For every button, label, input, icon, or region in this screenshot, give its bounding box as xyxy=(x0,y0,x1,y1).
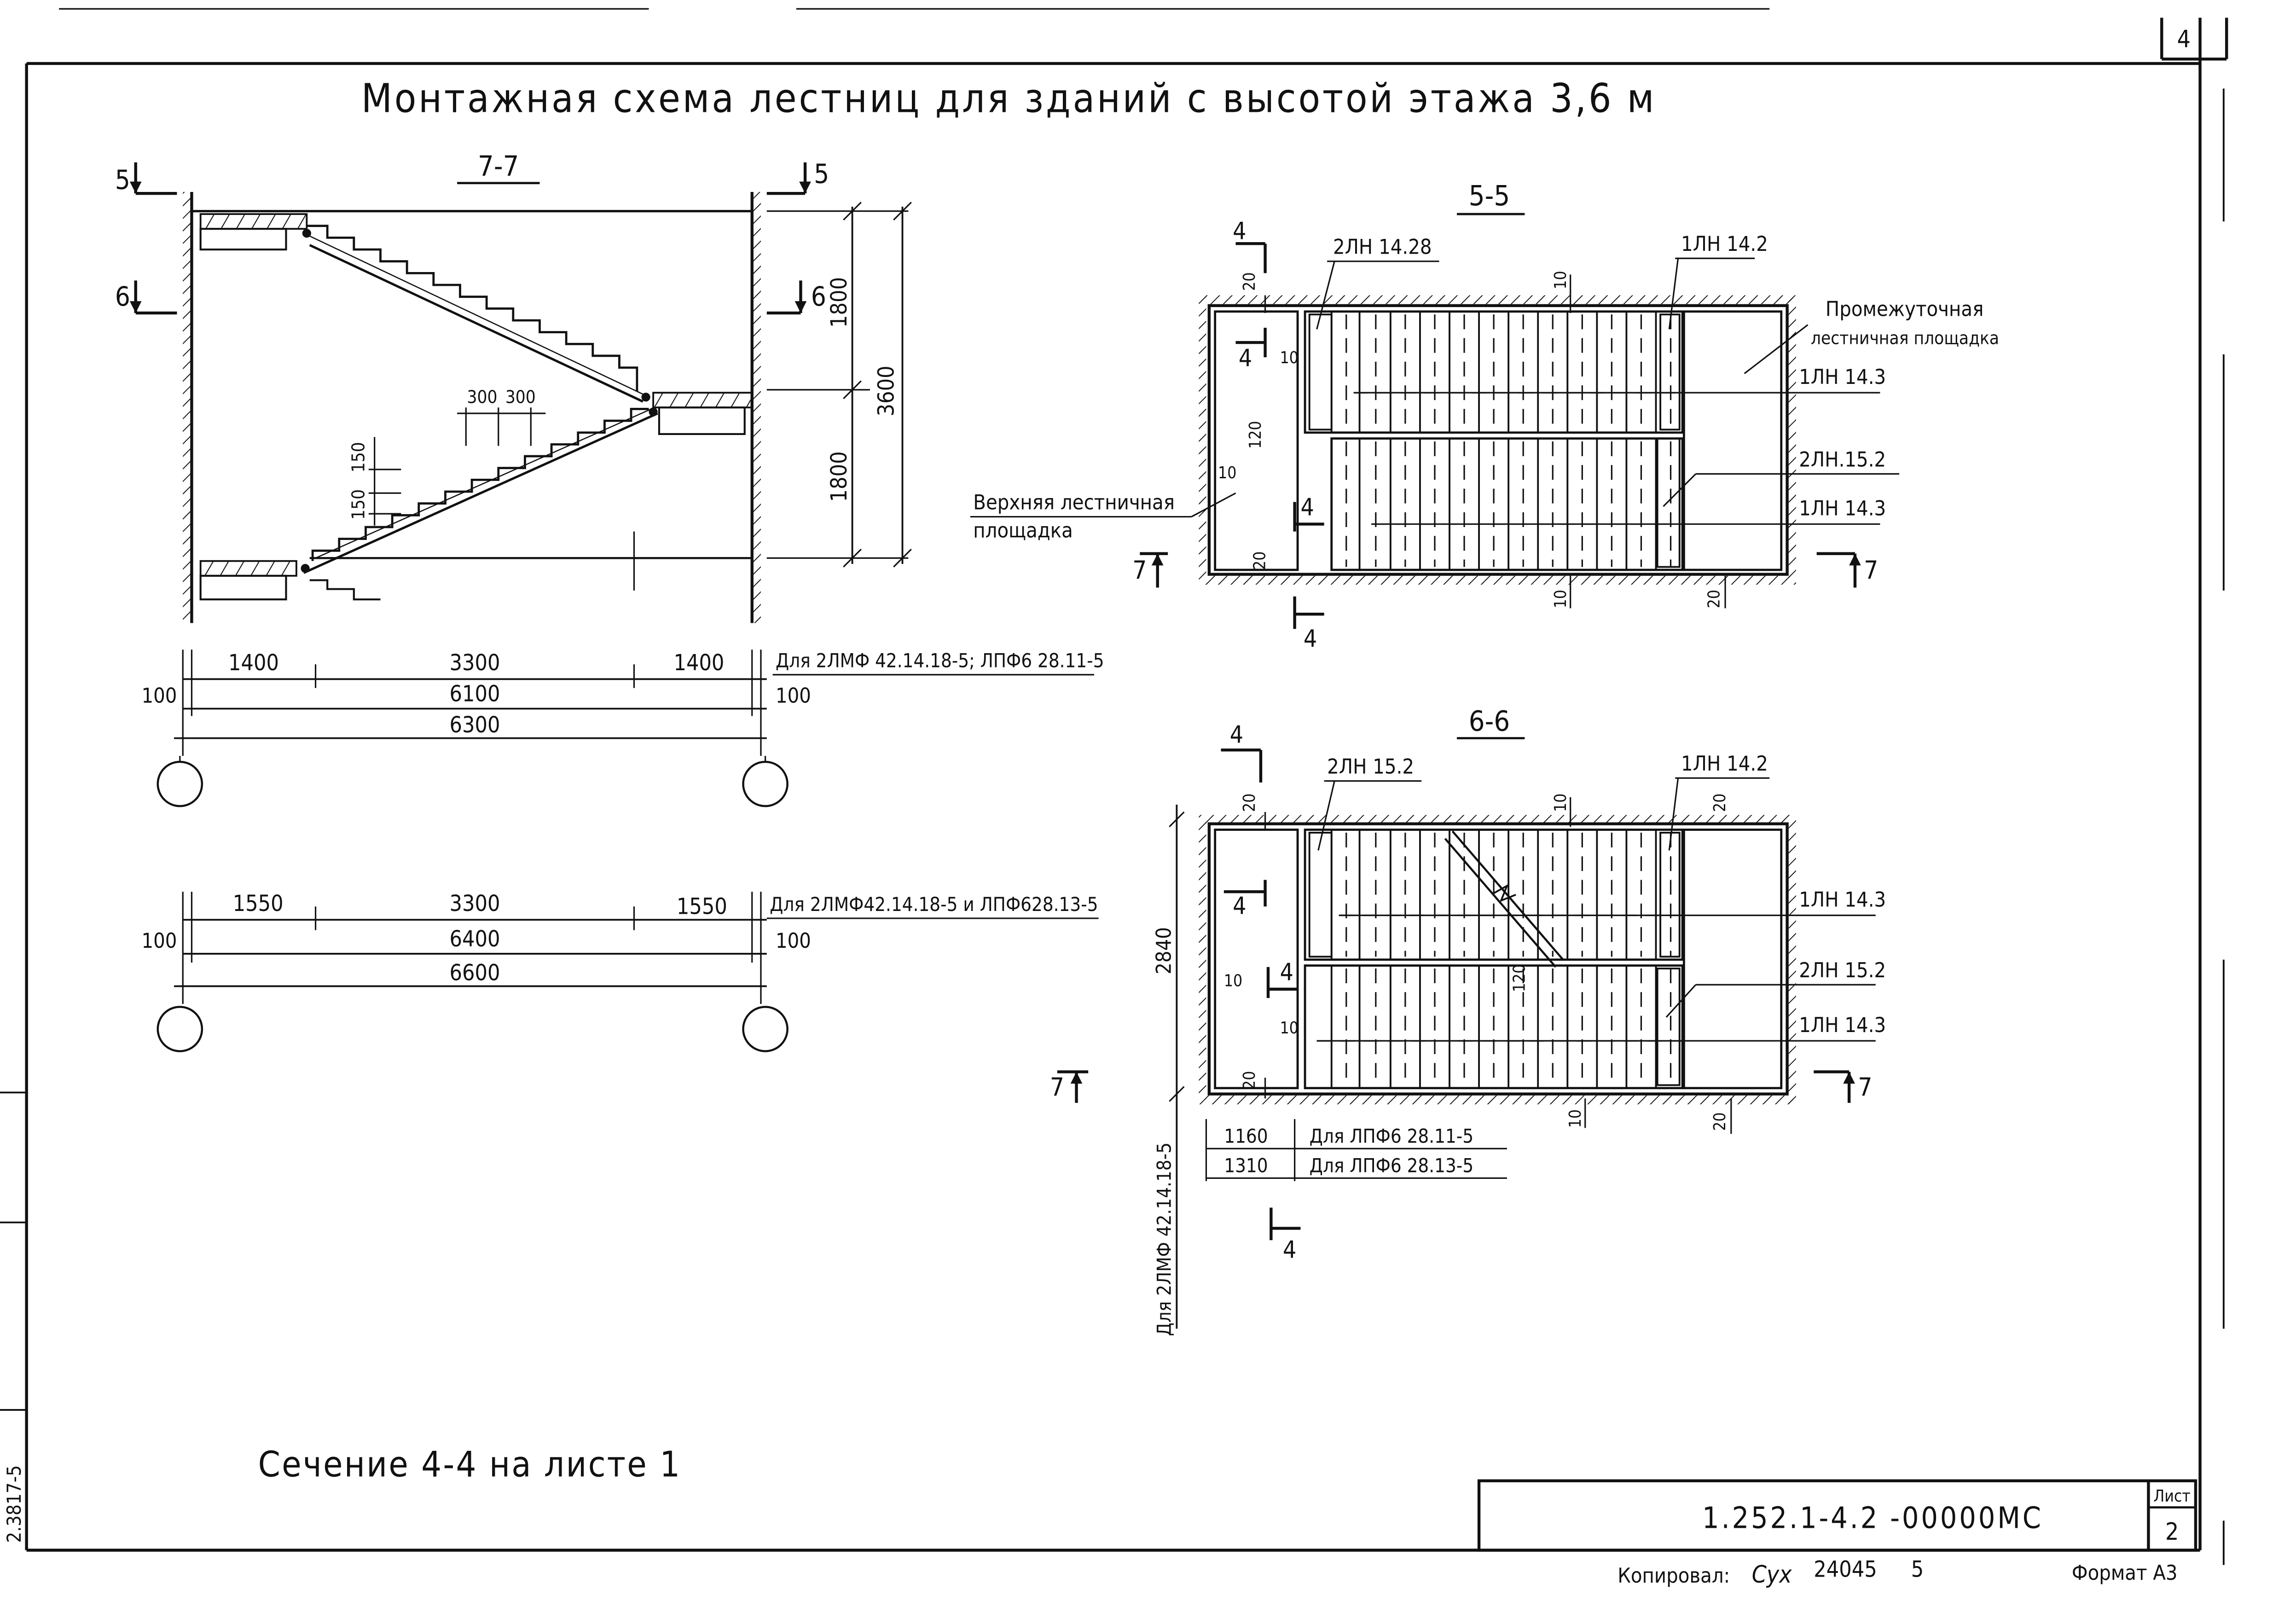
plan66-n20b: 20 xyxy=(1710,794,1729,812)
plan66-n10a: 10 xyxy=(1551,794,1570,812)
plan66-label-142: 1ЛН 14.2 xyxy=(1681,751,1768,776)
plan66-caption-1310: Для ЛПФ6 28.13-5 xyxy=(1310,1154,1473,1177)
dim-300-b: 300 xyxy=(505,387,536,408)
plan66-marker-7r: 7 xyxy=(1858,1072,1872,1102)
plan66-dim-1310: 1310 xyxy=(1224,1154,1268,1177)
plan-6-6-label: 6-6 xyxy=(1469,705,1510,738)
plan55-n120: 120 xyxy=(1246,421,1265,449)
plan55-label-143b: 1ЛН 14.3 xyxy=(1799,496,1886,520)
plan55-label-intermediate-1: Промежуточная xyxy=(1826,296,1983,321)
copied-label: Копировал: xyxy=(1617,1563,1730,1588)
section-7-7: 7-7 300 300 xyxy=(115,150,912,623)
plan66-marker-7l: 7 xyxy=(1050,1072,1064,1102)
drawing-code: 1.252.1-4.2 -00000МС xyxy=(1702,1501,2043,1535)
plan55-n20b: 20 xyxy=(1251,551,1270,570)
plan66-n10b: 10 xyxy=(1224,971,1242,990)
plan55-label-top-landing-2: площадка xyxy=(973,518,1073,542)
plan55-marker-4b: 4 xyxy=(1239,344,1252,372)
order-number: 24045 xyxy=(1814,1556,1877,1582)
copier-signature: Сух xyxy=(1752,1561,1792,1589)
plan55-marker-4a: 4 xyxy=(1233,218,1246,245)
plan66-dim-2840: 2840 xyxy=(1152,927,1176,974)
plan55-n20c: 20 xyxy=(1704,590,1723,608)
marker-6-left: 6 xyxy=(115,281,130,312)
dims-a-caption: Для 2ЛМФ 42.14.18-5; ЛПФ6 28.11-5 xyxy=(776,650,1104,672)
plan66-n20d: 20 xyxy=(1710,1112,1729,1131)
dim-1550-right: 1550 xyxy=(677,893,727,919)
plan66-n20c: 20 xyxy=(1240,1071,1259,1090)
plan55-n10d: 10 xyxy=(1551,590,1570,608)
section-note: Сечение 4-4 на листе 1 xyxy=(258,1444,682,1485)
plan66-n10c: 10 xyxy=(1280,1019,1299,1038)
marker-5-left: 5 xyxy=(115,164,130,195)
plan66-n20a: 20 xyxy=(1240,794,1259,812)
plan55-marker-4c: 4 xyxy=(1300,493,1314,521)
dim-300-a: 300 xyxy=(467,387,498,408)
plan-5-5-label: 5-5 xyxy=(1469,180,1510,212)
dim-6300: 6300 xyxy=(450,712,500,738)
plan66-marker-4d: 4 xyxy=(1283,1236,1296,1264)
plan55-n20a: 20 xyxy=(1240,272,1259,290)
plan66-vertical-caption: Для 2ЛМФ 42.14.18-5 xyxy=(1153,1143,1176,1336)
sheet-frame xyxy=(0,8,2228,1565)
plan66-caption-1160: Для ЛПФ6 28.11-5 xyxy=(1310,1125,1473,1147)
plan55-label-intermediate-2: лестничная площадка xyxy=(1811,328,1999,348)
dim-6400: 6400 xyxy=(450,926,500,952)
plan55-label-2lm: 2ЛН 14.28 xyxy=(1333,235,1432,259)
plan66-marker-4b: 4 xyxy=(1233,892,1246,920)
dim-3600: 3600 xyxy=(873,365,899,416)
title-block: 1.252.1-4.2 -00000МС Лист 2 xyxy=(1477,1479,2197,1552)
plan-5-5: 5-5 xyxy=(970,180,1999,653)
plan55-n10c: 10 xyxy=(1218,464,1236,482)
dim-6600: 6600 xyxy=(450,960,500,986)
dim-100-left-b: 100 xyxy=(141,928,177,953)
section-7-7-label: 7-7 xyxy=(478,150,519,183)
plan55-label-152: 2ЛН.15.2 xyxy=(1799,447,1886,471)
dim-1800-top: 1800 xyxy=(826,277,852,328)
plan55-marker-4d: 4 xyxy=(1304,625,1317,653)
paper-format: Формат А3 xyxy=(2072,1560,2178,1585)
plan55-marker-7r: 7 xyxy=(1864,555,1878,585)
plan55-n10a: 10 xyxy=(1551,271,1570,289)
margin-code: 2.3817-5 xyxy=(3,1465,25,1543)
dim-6100: 6100 xyxy=(450,681,500,707)
plan66-marker-4a: 4 xyxy=(1230,721,1243,748)
plan66-label-152b: 2ЛН 15.2 xyxy=(1799,958,1886,982)
dimension-chain-b: 1550 3300 1550 100 6400 100 6600 Для 2ЛМ… xyxy=(141,891,1099,1052)
copy-number: 5 xyxy=(1911,1556,1924,1582)
dim-1400-left: 1400 xyxy=(228,650,279,676)
plan66-label-143a: 1ЛН 14.3 xyxy=(1799,887,1886,911)
plan66-marker-4c: 4 xyxy=(1280,959,1293,986)
plan-6-6: 6-6 xyxy=(1050,705,1886,1336)
plan66-n10d: 10 xyxy=(1566,1109,1585,1128)
plan55-label-1lm: 1ЛН 14.2 xyxy=(1681,232,1768,256)
dim-100-right-b: 100 xyxy=(776,928,811,953)
plan66-n120: 120 xyxy=(1510,964,1529,992)
plan55-n10b: 10 xyxy=(1280,348,1299,367)
page-title: Монтажная схема лестниц для зданий с выс… xyxy=(361,76,1656,122)
dim-1550-left: 1550 xyxy=(233,891,284,916)
dim-1800-bottom: 1800 xyxy=(826,451,852,502)
dim-3300-b: 3300 xyxy=(450,891,500,916)
corner-sheet-number: 4 xyxy=(2177,26,2191,53)
sheet-number: 2 xyxy=(2165,1518,2179,1546)
dim-100-right: 100 xyxy=(776,684,811,708)
plan66-label-143b: 1ЛН 14.3 xyxy=(1799,1013,1886,1037)
dim-150-b: 150 xyxy=(348,442,369,472)
plan66-dim-1160: 1160 xyxy=(1224,1125,1268,1147)
dim-100-left: 100 xyxy=(141,684,177,708)
sheet-label: Лист xyxy=(2154,1487,2191,1506)
plan55-marker-7l: 7 xyxy=(1132,555,1147,585)
plan55-label-143a: 1ЛН 14.3 xyxy=(1799,365,1886,389)
dims-b-caption: Для 2ЛМФ42.14.18-5 и ЛПФ628.13-5 xyxy=(770,893,1098,916)
dimension-chain-a: 1400 3300 1400 100 6100 100 6300 Для 2ЛМ… xyxy=(141,650,1104,807)
dim-1400-right: 1400 xyxy=(673,650,724,676)
dim-3300: 3300 xyxy=(450,650,500,676)
plan66-label-152a: 2ЛН 15.2 xyxy=(1327,754,1414,779)
marker-5-right: 5 xyxy=(814,158,829,190)
marker-6-right: 6 xyxy=(811,281,826,312)
dim-150-a: 150 xyxy=(348,489,369,520)
plan55-label-top-landing-1: Верхняя лестничная xyxy=(973,490,1175,514)
